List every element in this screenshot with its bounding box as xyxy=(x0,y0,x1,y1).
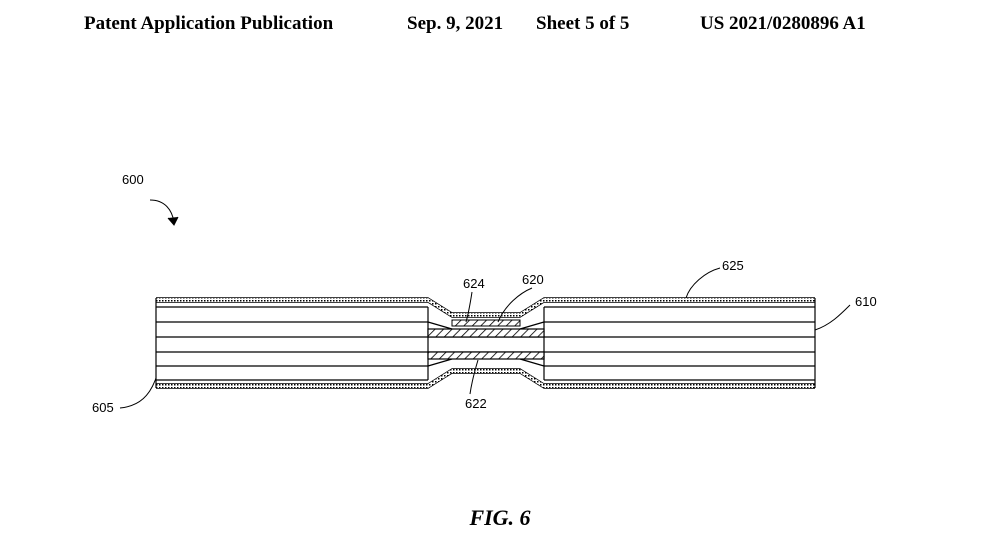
outer-layer-bottom-fill xyxy=(156,369,815,388)
outer-layer xyxy=(156,297,815,389)
recess-taper-br xyxy=(519,358,545,367)
leader-lines xyxy=(119,199,851,409)
ref-620: 620 xyxy=(522,272,544,287)
leader-625 xyxy=(685,267,721,299)
ref-605: 605 xyxy=(92,400,114,415)
recess-taper-tr xyxy=(519,321,545,330)
recess-taper-bl xyxy=(427,358,453,367)
leader-610 xyxy=(814,304,851,331)
leader-624 xyxy=(465,291,473,323)
ref-622: 622 xyxy=(465,396,487,411)
ref-610: 610 xyxy=(855,294,877,309)
leader-620 xyxy=(497,287,533,323)
leader-600-arrowhead xyxy=(167,216,179,226)
component-620 xyxy=(427,328,545,338)
sheet-number: Sheet 5 of 5 xyxy=(536,13,630,34)
publication-number: US 2021/0280896 A1 xyxy=(700,13,866,34)
recess-taper-tl xyxy=(427,321,453,330)
figure-caption: FIG. 6 xyxy=(469,505,531,530)
outer-layer-top-fill xyxy=(156,298,815,317)
ref-600: 600 xyxy=(122,172,144,187)
ref-624: 624 xyxy=(463,276,485,291)
leader-622 xyxy=(469,359,479,395)
leader-605 xyxy=(119,377,157,409)
component-622 xyxy=(427,351,545,360)
page-header: Patent Application Publication Sep. 9, 2… xyxy=(0,13,1000,41)
ref-625: 625 xyxy=(722,258,744,273)
component-624 xyxy=(451,319,521,327)
layer-stack xyxy=(155,298,816,388)
publication-date: Sep. 9, 2021 xyxy=(407,13,504,34)
publication-title: Patent Application Publication xyxy=(84,13,334,34)
